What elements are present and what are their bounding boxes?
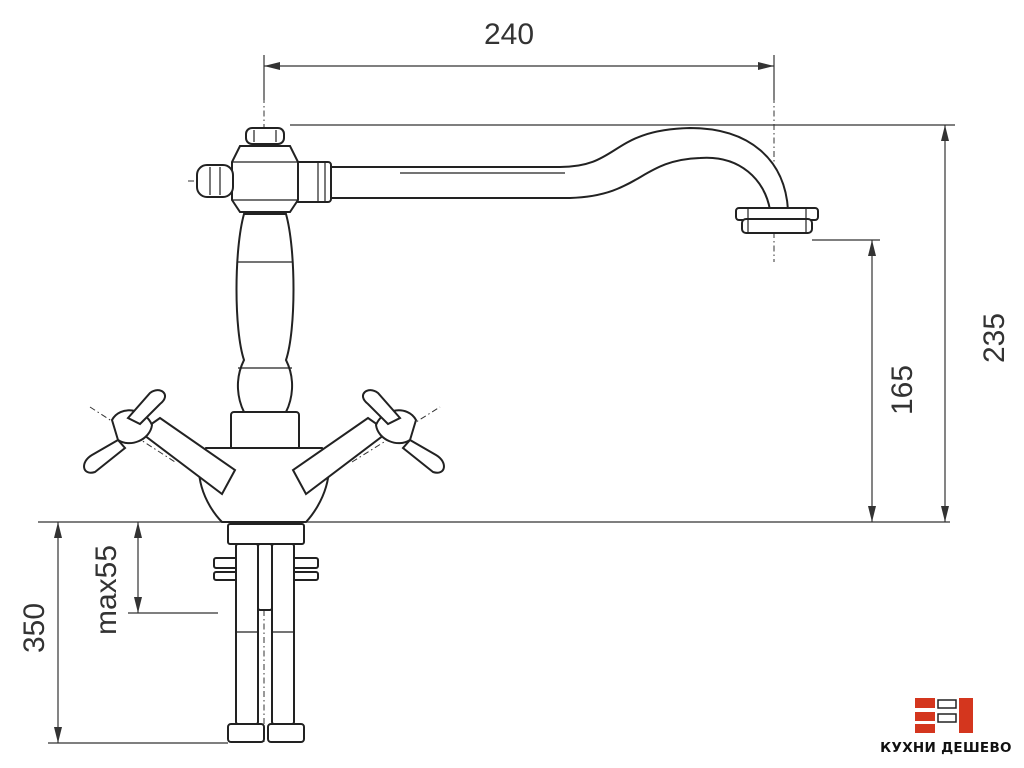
total-height-label: 235 [978,313,1011,363]
logo-text: КУХНИ ДЕШЕВО [880,740,1012,756]
dimension-total-height: 235 [290,124,1011,522]
logo-mark-icon [915,698,973,733]
below-counter-label: 350 [18,603,51,653]
spout-reach-label: 240 [484,18,534,51]
kuhni-deshevo-logo: КУХНИ ДЕШЕВО [880,698,1012,756]
max-counter-thickness-label: max55 [90,545,123,635]
dimension-spout-height: 165 [812,239,919,522]
spout-height-label: 165 [886,365,919,415]
faucet-body [83,126,819,743]
dimension-spout-reach: 240 [263,18,775,100]
dimension-max-counter-thickness: max55 [90,522,218,635]
dimension-below-counter: 350 [18,522,228,744]
